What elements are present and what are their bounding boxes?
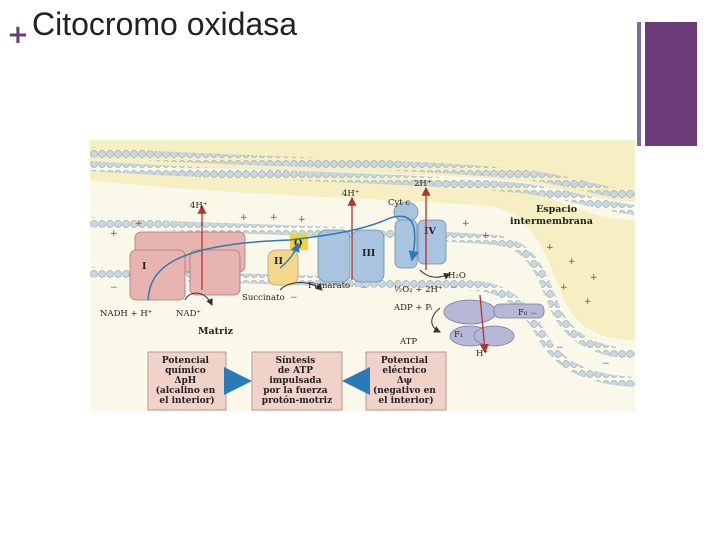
matriz-label: Matriz [198, 326, 234, 337]
outer-membrane-bottom [89, 161, 636, 215]
electron-path-complex-ii [279, 242, 300, 269]
fumarato-label: Fumarato [308, 281, 350, 291]
intermembrane-space [90, 170, 635, 340]
svg-text:−: − [290, 293, 298, 303]
electron-path [147, 215, 419, 301]
complex-i-label: I [142, 261, 147, 272]
fo-label: F₀ [518, 308, 528, 318]
espacio-label-line2: intermembrana [510, 216, 593, 227]
inner-membrane-bottom [89, 267, 636, 387]
box-potencial-quimico: Potencial químico ΔpH (alcalino en el in… [147, 351, 227, 411]
water-arrow [419, 269, 451, 280]
svg-text:+: + [568, 257, 576, 267]
complex-iii-label: III [362, 248, 376, 259]
slide-title: Citocromo oxidasa [32, 6, 297, 42]
svg-text:+: + [270, 213, 278, 223]
minus-signs: − − − − − − − [110, 283, 610, 369]
atp-label: ATP [399, 337, 417, 347]
espacio-label-line1: Espacio [536, 204, 577, 215]
complex-ii [267, 249, 299, 286]
svg-text:+: + [462, 219, 470, 229]
inner-membrane-top [89, 217, 636, 359]
svg-text:+: + [240, 213, 248, 223]
svg-text:−: − [450, 283, 458, 293]
electron-transport-figure: I II Q III Cyt c IV F₀ F₁ 4H⁺ 4H⁺ 2H⁺ H⁺ [89, 140, 636, 412]
decorative-line [637, 22, 641, 146]
h-label-4a: 4H⁺ [190, 201, 207, 211]
proton-arrow-atp-synthase [479, 294, 489, 354]
svg-text:+: + [546, 243, 554, 253]
svg-text:Potencial eléctrico: Potencial eléctrico Δψ (negativo en el i… [373, 356, 439, 406]
h-plus-label: H⁺ [476, 349, 488, 359]
svg-text:+: + [482, 231, 490, 241]
atp-synthase [443, 299, 545, 347]
svg-text:−: − [530, 309, 538, 319]
box-sintesis-atp: Síntesis de ATP impulsada por la fuerza … [251, 351, 343, 411]
svg-text:+: + [298, 215, 306, 225]
svg-text:−: − [556, 343, 564, 353]
svg-text:+: + [135, 219, 143, 229]
svg-text:+: + [560, 283, 568, 293]
o2-label: ½O₂ + 2H⁺ [394, 284, 442, 295]
succinato-label: Succinato [242, 293, 285, 303]
plus-signs: + + + + + + + + + + + + [110, 213, 598, 307]
adp-label: ADP + Pᵢ [393, 303, 433, 313]
cyt-c-label: Cyt c [388, 198, 410, 208]
nad-label: NAD⁺ [176, 309, 201, 319]
h-label-2: 2H⁺ [414, 179, 431, 189]
succinate-arrow [279, 282, 323, 291]
complex-iii [317, 229, 385, 283]
nadh-label: NADH + H⁺ [100, 309, 152, 319]
nadh-arrow [184, 292, 213, 306]
outer-membrane-top [89, 147, 636, 201]
svg-text:−: − [602, 359, 610, 369]
complex-iv-label: IV [424, 226, 436, 237]
svg-text:−: − [360, 283, 368, 293]
bullet-plus-icon: + [7, 20, 29, 50]
complex-iv [394, 219, 447, 269]
svg-text:+: + [584, 297, 592, 307]
svg-text:Potencial químico: Potencial químico ΔpH (alcalino en el in… [156, 356, 219, 406]
box-potencial-electrico: Potencial eléctrico Δψ (negativo en el i… [365, 351, 447, 411]
diagram-svg: I II Q III Cyt c IV F₀ F₁ 4H⁺ 4H⁺ 2H⁺ H⁺ [89, 140, 636, 412]
svg-text:Síntesis de ATP im: Síntesis de ATP impulsada por la fuerza … [262, 355, 332, 406]
h-label-4b: 4H⁺ [342, 189, 359, 199]
svg-text:+: + [590, 273, 598, 283]
complex-ii-label: II [274, 256, 283, 267]
svg-text:−: − [110, 283, 118, 293]
h2o-label: H₂O [448, 271, 466, 281]
decorative-block [645, 22, 697, 146]
svg-text:+: + [110, 229, 118, 239]
atp-arrow [431, 307, 441, 333]
f1-label: F₁ [454, 330, 463, 340]
